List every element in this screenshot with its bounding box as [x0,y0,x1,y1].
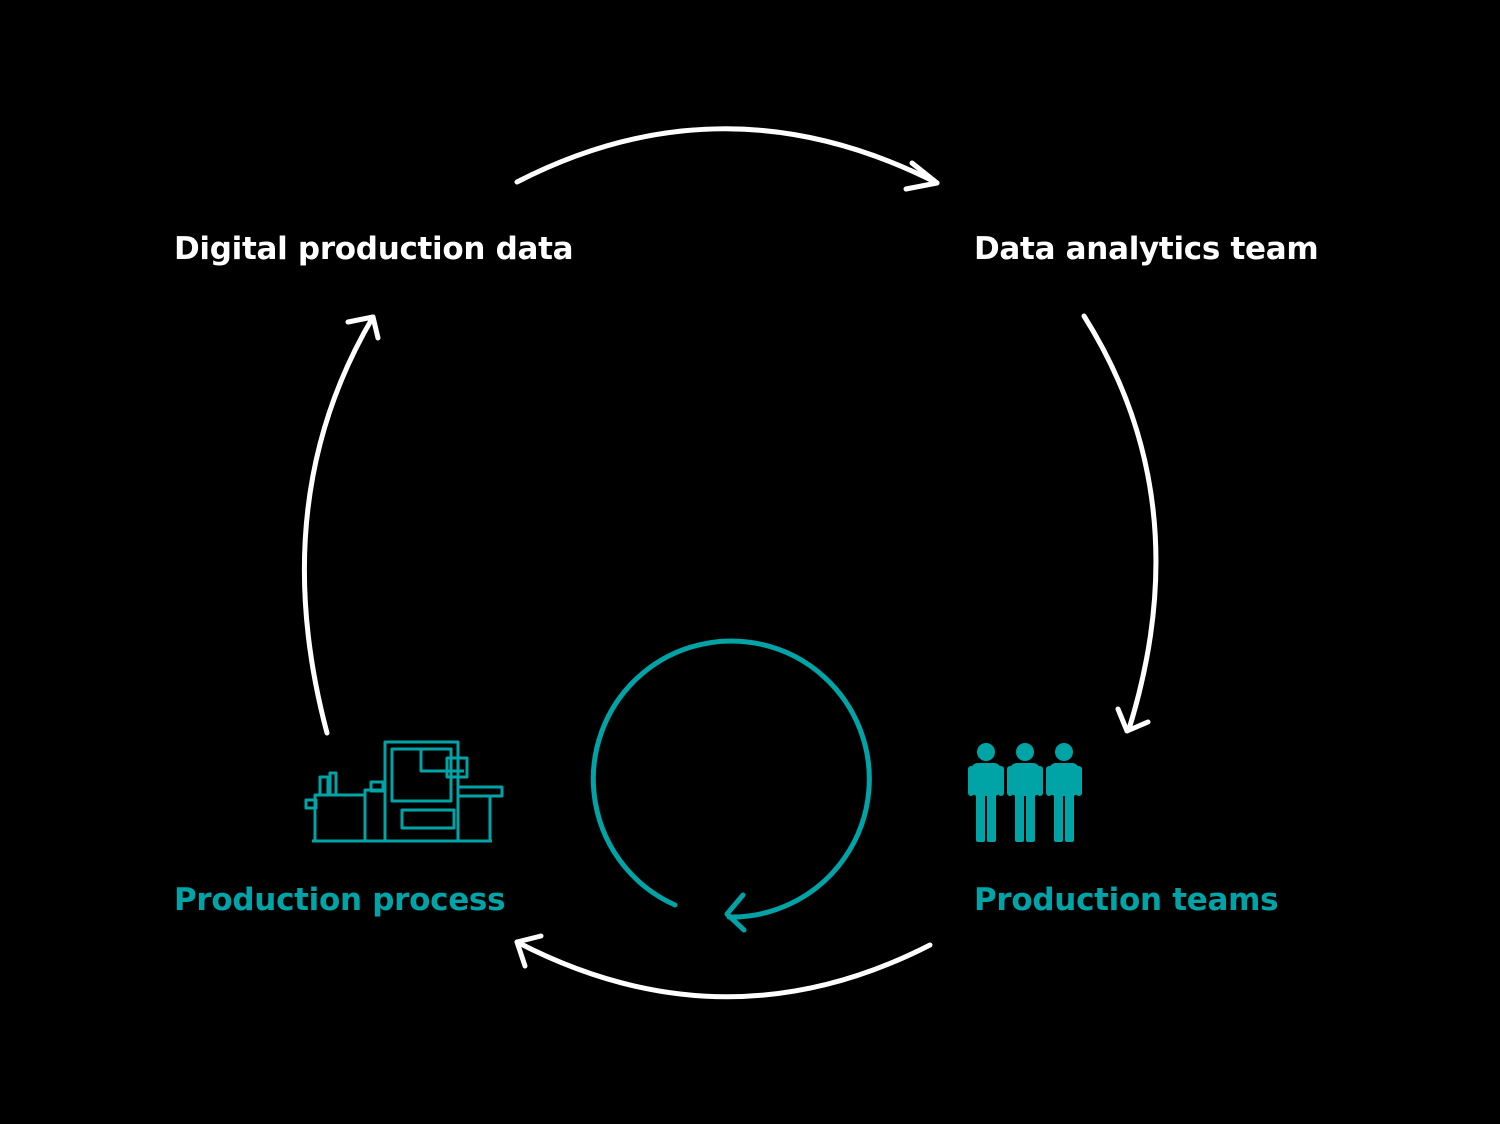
arrow-process-to-digital [301,314,381,736]
person-icon [1007,743,1043,842]
arrow-teams-to-process [514,933,933,1000]
inner-cycle-arrow [590,638,872,933]
arrow-digital-to-analytics [514,126,940,192]
node-label-production-process: Production process [174,882,506,918]
person-icon [1046,743,1082,842]
node-label-data-analytics-team: Data analytics team [974,231,1319,267]
people-icon [968,743,1082,842]
arrow-analytics-to-teams [1081,313,1159,734]
node-label-production-teams: Production teams [974,882,1279,918]
person-icon [968,743,1004,842]
printing-press-icon [304,740,504,843]
node-label-digital-production-data: Digital production data [174,231,574,267]
